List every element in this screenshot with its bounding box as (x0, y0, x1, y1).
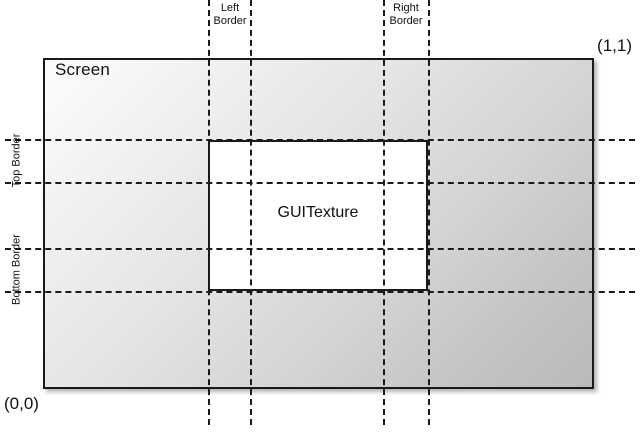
screen-label: Screen (55, 60, 111, 79)
guitexture-label: GUITexture (277, 204, 359, 221)
coordinate-label-bottom-left: (0,0) (4, 394, 39, 413)
guide-line-vertical-right-outer (428, 0, 430, 425)
right-border-annotation-line2: Border (389, 15, 423, 27)
guitexture-rectangle (208, 140, 428, 291)
guide-line-vertical-left-inner (250, 0, 252, 425)
top-border-annotation: Top Border (10, 133, 23, 188)
guide-line-horizontal-top-outer (5, 139, 635, 141)
coordinate-label-top-right: (1,1) (597, 36, 632, 55)
left-border-annotation-line1: Left (220, 2, 240, 14)
bottom-border-annotation: Bottom Border (10, 234, 23, 305)
right-border-annotation-line1: Right (393, 2, 419, 14)
left-border-annotation: Left Border (208, 2, 252, 28)
guide-line-horizontal-bottom-inner (5, 248, 635, 250)
guide-line-vertical-left-outer (208, 0, 210, 425)
guide-line-horizontal-bottom-outer (5, 291, 635, 293)
left-border-annotation-line2: Border (213, 15, 247, 27)
guide-line-vertical-right-inner (383, 0, 385, 425)
right-border-annotation: Right Border (383, 2, 429, 28)
guide-line-horizontal-top-inner (5, 182, 635, 184)
